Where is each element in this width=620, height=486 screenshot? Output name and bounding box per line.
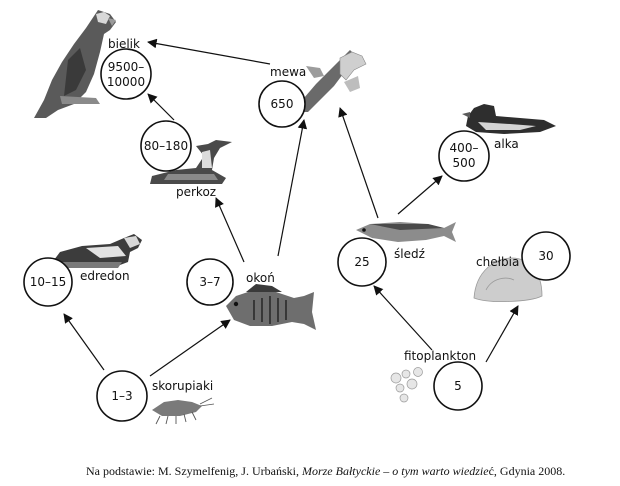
- node-value-line1: 9500–: [108, 60, 145, 74]
- arrow-okon-to-perkoz: [216, 198, 244, 262]
- food-web-diagram: 9500– 10000 bielik 650 mewa 80–180 perko…: [0, 0, 620, 460]
- citation-title: Morze Bałtyckie – o tym warto wiedzie: [302, 464, 489, 478]
- node-label: fitoplankton: [404, 349, 476, 363]
- node-value: 25: [354, 255, 369, 269]
- node-label: chełbia: [476, 255, 519, 269]
- node-value: 3–7: [199, 275, 220, 289]
- node-mewa: 650 mewa: [259, 65, 306, 127]
- citation-suffix: ć, Gdynia 2008.: [489, 464, 566, 478]
- node-label: edredon: [80, 269, 130, 283]
- node-value: 10–15: [30, 275, 67, 289]
- node-value: 650: [271, 97, 294, 111]
- eider-illustration: [54, 234, 142, 268]
- node-bielik: 9500– 10000 bielik: [101, 37, 151, 99]
- node-label: perkoz: [176, 185, 216, 199]
- node-label: skorupiaki: [152, 379, 213, 393]
- node-value: 1–3: [111, 389, 132, 403]
- node-value: 80–180: [144, 139, 188, 153]
- node-label: mewa: [270, 65, 306, 79]
- node-value-line2: 500: [453, 156, 476, 170]
- arrow-okon-to-mewa: [278, 120, 304, 256]
- arrow-fitoplankton-to-chelbia: [486, 306, 518, 362]
- citation-prefix: Na podstawie: M. Szymelfenig, J. Urbańsk…: [86, 464, 302, 478]
- phytoplankton-illustration: [391, 368, 423, 403]
- node-label: okoń: [246, 271, 275, 285]
- arrow-skorupiaki-to-okon: [150, 320, 230, 376]
- arrow-fitoplankton-to-sledz: [374, 286, 432, 350]
- crustacean-illustration: [152, 398, 214, 424]
- perch-illustration: [226, 284, 316, 330]
- node-value: 5: [454, 379, 462, 393]
- node-value-line1: 400–: [450, 141, 479, 155]
- gull-illustration: [296, 50, 366, 112]
- node-alka: 400– 500 alka: [439, 131, 519, 181]
- node-circle: [101, 49, 151, 99]
- source-citation: Na podstawie: M. Szymelfenig, J. Urbańsk…: [86, 464, 620, 479]
- node-value: 30: [538, 249, 553, 263]
- node-value-line2: 10000: [107, 75, 145, 89]
- arrow-perkoz-to-bielik: [148, 94, 174, 120]
- arrow-skorupiaki-to-edredon: [64, 314, 104, 370]
- arrow-mewa-to-bielik: [148, 42, 270, 64]
- node-fitoplankton: 5 fitoplankton: [404, 349, 482, 410]
- razorbill-illustration: [462, 104, 556, 134]
- node-label: śledź: [394, 247, 425, 261]
- arrow-sledz-to-alka: [398, 176, 442, 214]
- arrow-sledz-to-mewa: [340, 108, 378, 218]
- node-skorupiaki: 1–3 skorupiaki: [97, 371, 213, 421]
- node-label: alka: [494, 137, 519, 151]
- node-sledz: 25 śledź: [338, 238, 425, 286]
- node-label: bielik: [108, 37, 140, 51]
